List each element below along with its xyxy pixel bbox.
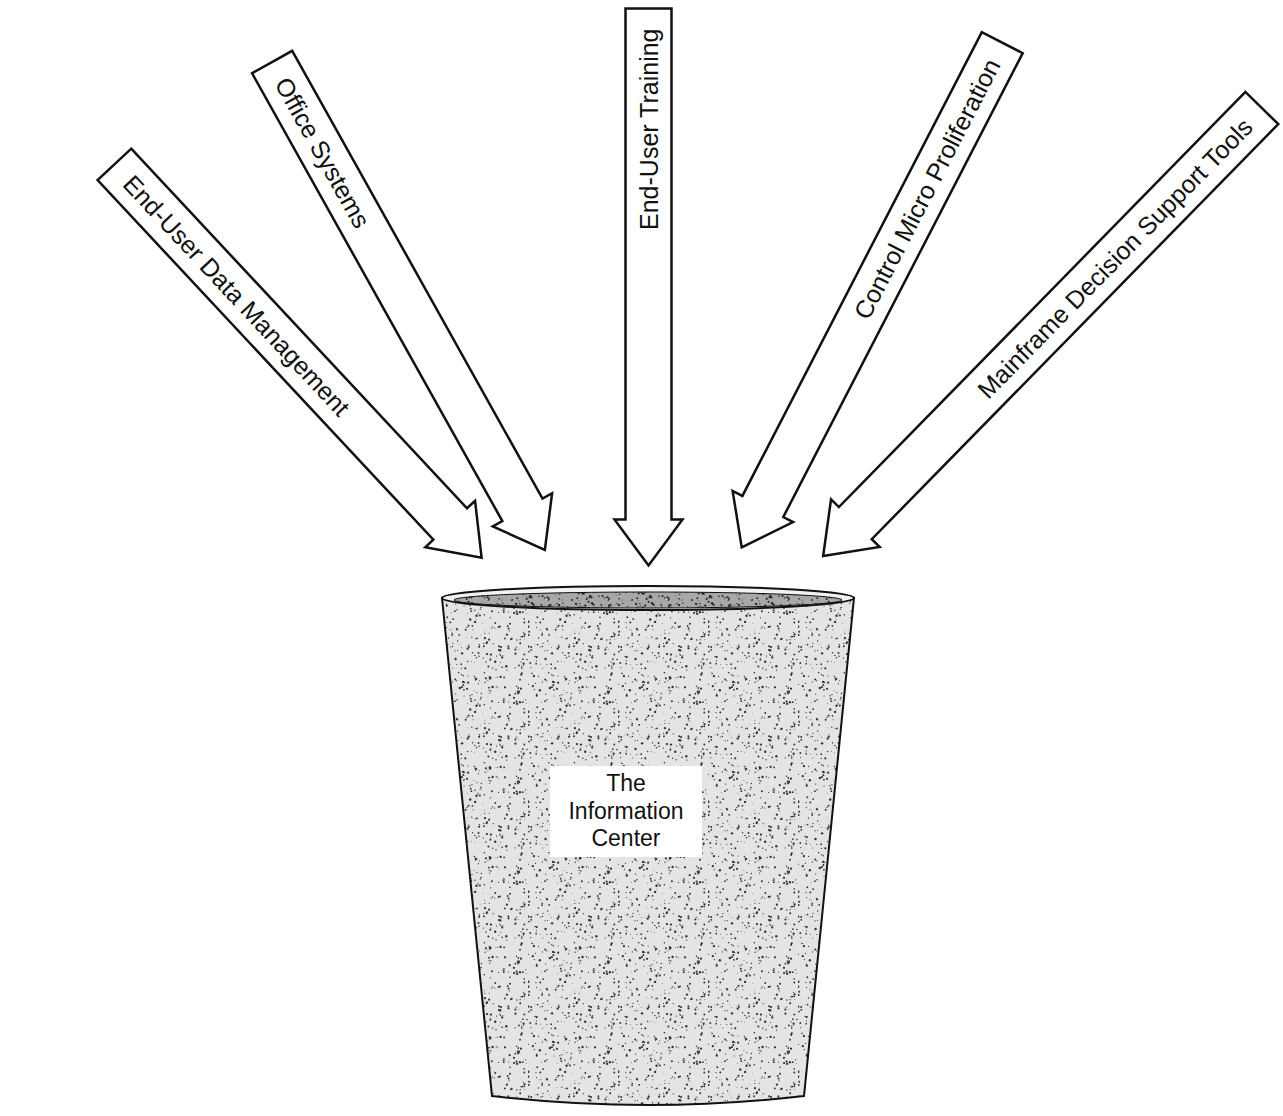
arrow-label: Mainframe Decision Support Tools [957, 99, 1272, 418]
arrow-box: End-User Training [614, 9, 682, 566]
arrow-label: Control Micro Proliferation [830, 45, 1023, 333]
arrow-label: End-User Training [614, 29, 682, 230]
bucket-container: The Information Center [438, 582, 858, 1110]
bucket-label: The Information Center [550, 766, 702, 857]
arrow-label: Office Systems [252, 63, 393, 243]
